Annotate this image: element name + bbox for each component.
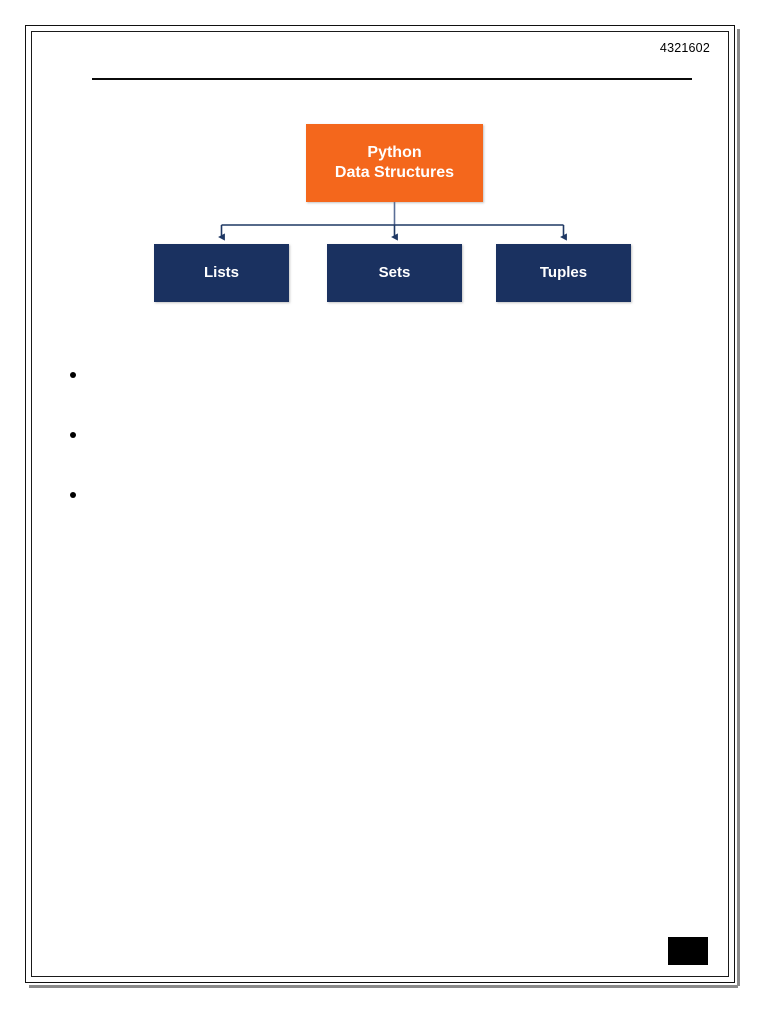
node-label: Lists	[203, 263, 239, 281]
root-label-line2: Data Structures	[334, 164, 455, 181]
document-number: 4321602	[659, 41, 710, 55]
diagram-node-sets[interactable]: Sets	[327, 244, 462, 302]
diagram-node-root[interactable]: Python Data Structures	[306, 124, 483, 202]
root-label-line1: Python	[367, 144, 422, 162]
diagram-node-lists[interactable]: Lists	[154, 244, 289, 302]
page-shadow-bottom	[29, 985, 738, 988]
list-item	[62, 422, 702, 482]
page-sheet: 4321602	[25, 25, 735, 983]
header-divider-rule	[92, 78, 692, 80]
python-data-structures-diagram: Python Data Structures Lists Sets Tuples	[32, 97, 742, 347]
redaction-block	[668, 937, 708, 965]
page-inner-border: 4321602	[31, 31, 729, 977]
page-shadow-right	[737, 29, 740, 986]
body-bullet-list	[62, 362, 702, 542]
list-item	[62, 362, 702, 422]
diagram-node-tuples[interactable]: Tuples	[496, 244, 631, 302]
list-item	[62, 482, 702, 542]
node-label: Tuples	[539, 263, 588, 281]
node-label: Sets	[378, 263, 411, 281]
